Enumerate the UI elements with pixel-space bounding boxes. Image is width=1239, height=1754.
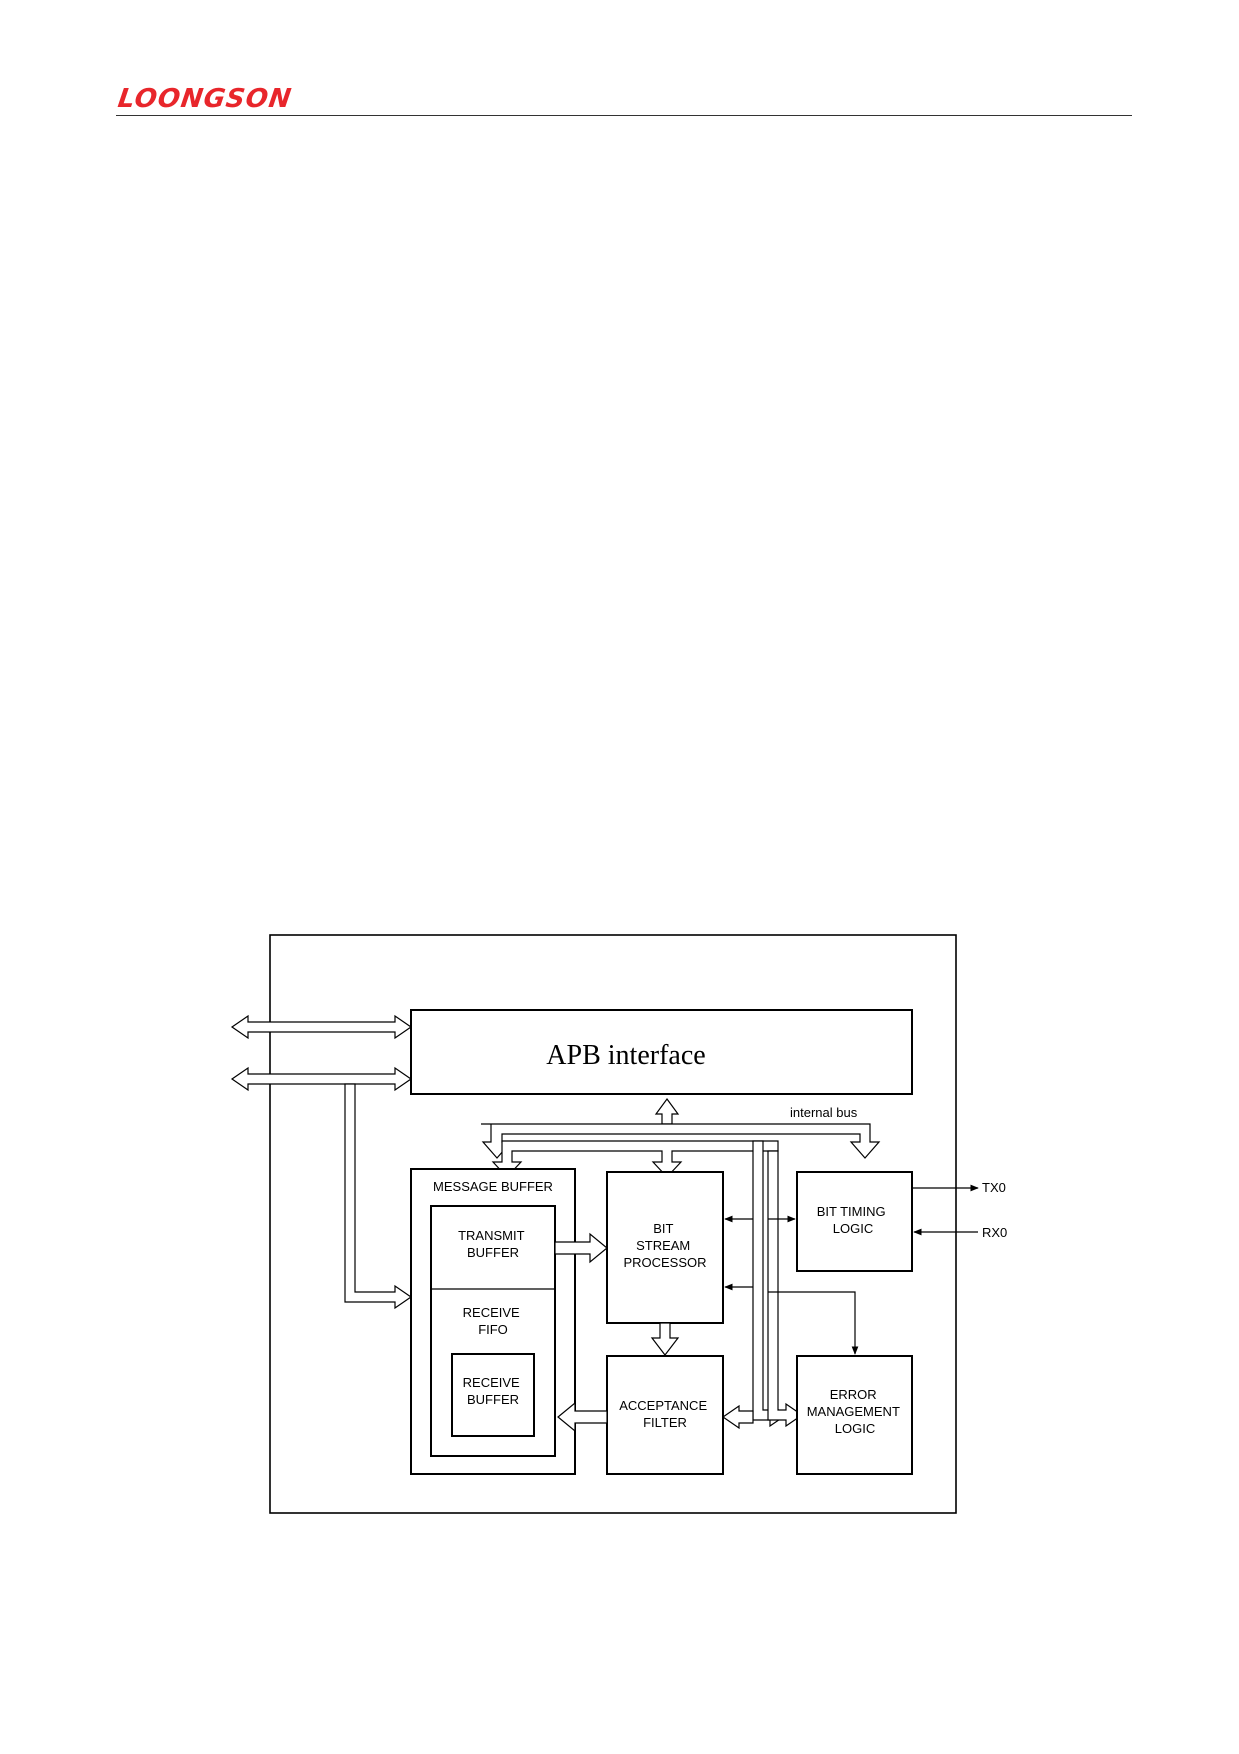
external-bus-arrows [230, 1014, 413, 1310]
outer-frame [269, 934, 957, 1514]
error-management-logic-label: ERROR MANAGEMENT LOGIC [807, 1387, 904, 1436]
rx0-label: RX0 [982, 1225, 1007, 1240]
tx0-label: TX0 [982, 1180, 1006, 1195]
signal-lines [724, 1184, 979, 1355]
apb-interface-box [410, 1009, 913, 1095]
bit-stream-processor-box [606, 1171, 724, 1324]
header-rule [116, 115, 1132, 116]
data-flow-arrows [554, 1232, 754, 1433]
receive-buffer-label: RECEIVE BUFFER [463, 1375, 524, 1407]
acceptance-filter-label: ACCEPTANCE FILTER [619, 1398, 711, 1430]
error-management-logic-box [796, 1355, 913, 1475]
apb-interface-label: APB interface [546, 1040, 705, 1071]
transmit-buffer-label: TRANSMIT BUFFER [458, 1228, 528, 1260]
bit-timing-logic-box [796, 1171, 913, 1272]
internal-bus-label: internal bus [790, 1105, 858, 1120]
receive-fifo-label: RECEIVE FIFO [463, 1305, 524, 1337]
receive-buffer-box [451, 1353, 535, 1437]
message-buffer-label: MESSAGE BUFFER [433, 1179, 553, 1194]
internal-bus [481, 1097, 881, 1428]
bit-stream-processor-label: BIT STREAM PROCESSOR [623, 1221, 706, 1270]
bit-timing-logic-label: BIT TIMING LOGIC [817, 1204, 889, 1236]
